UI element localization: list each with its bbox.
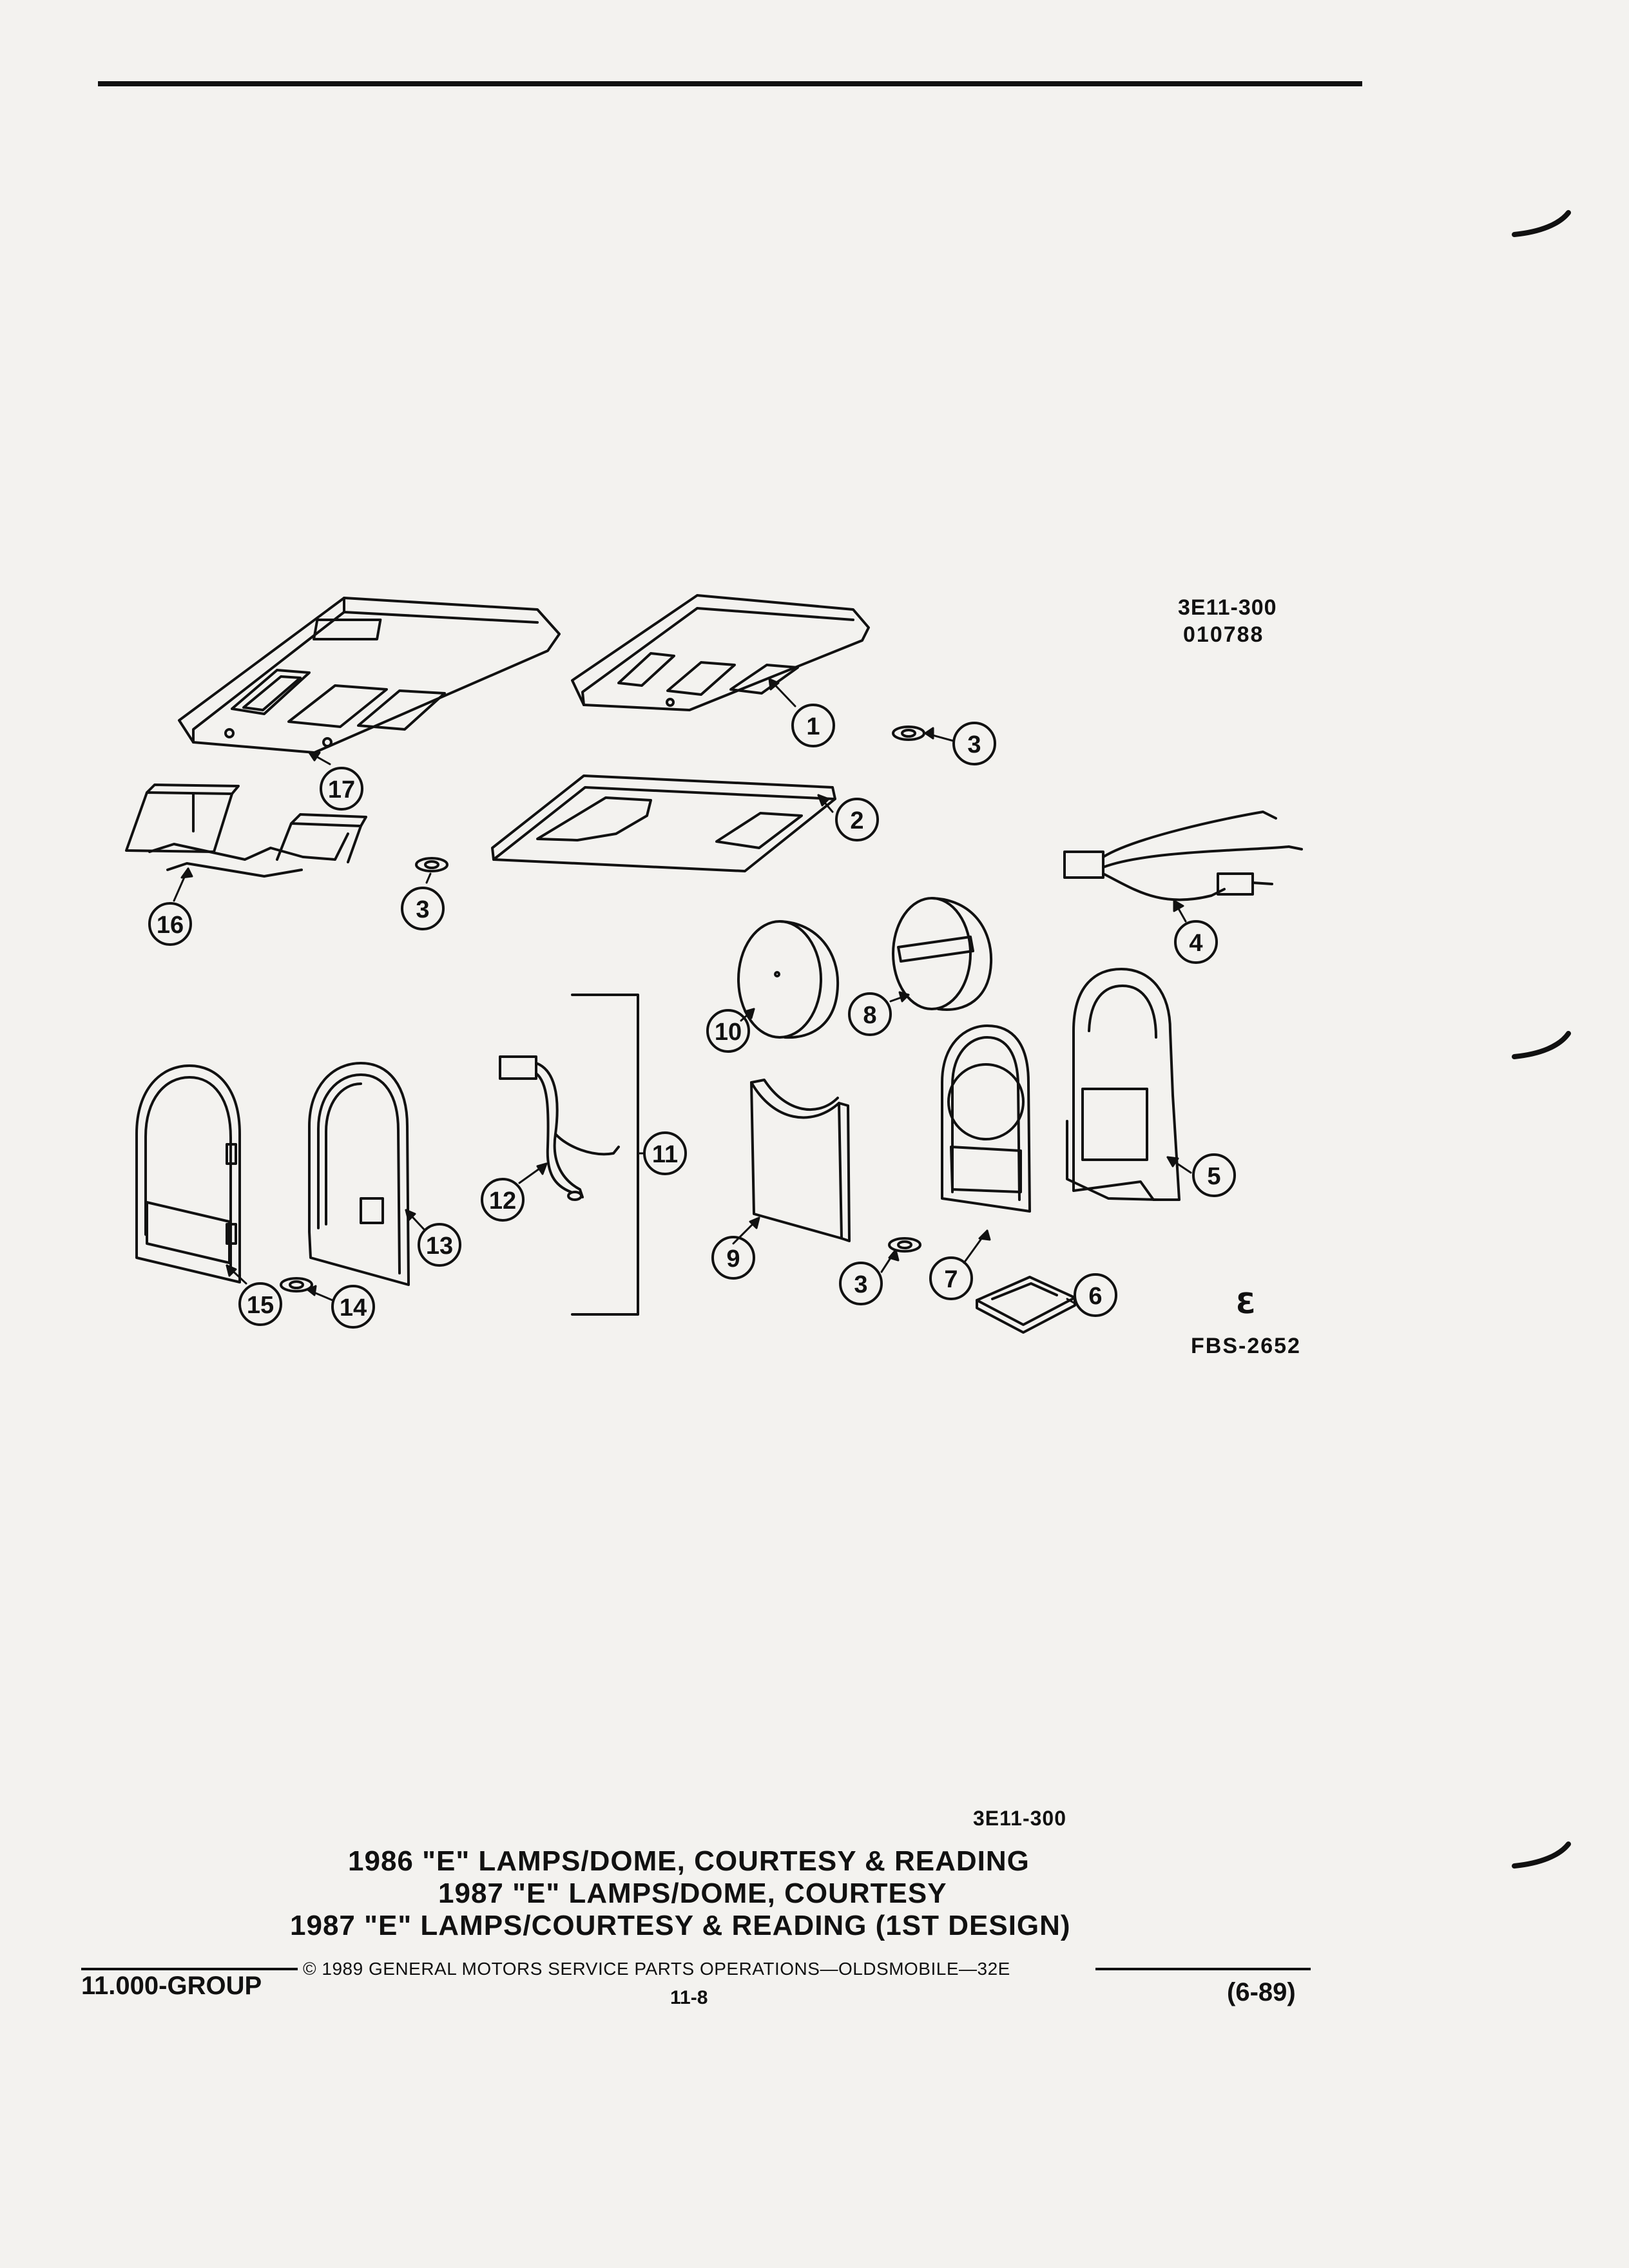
part-8-slotted-lens [892,897,993,1011]
svg-text:16: 16 [157,912,184,939]
gm-logo-icon: ℇ [1236,1288,1254,1320]
figure-mark: FBS-2652 [1191,1334,1301,1358]
svg-text:8: 8 [863,1002,876,1029]
callout-10: 10 [706,1009,750,1053]
svg-text:2: 2 [850,807,863,834]
footer-group: 11.000-GROUP [81,1972,262,2000]
callout-5: 5 [1192,1153,1236,1197]
callout-7: 7 [929,1256,973,1300]
ref-number: 010788 [1183,622,1264,647]
binding-mark-1 [1512,210,1571,237]
part-17-roof-console [178,597,561,754]
callout-4: 4 [1174,920,1218,964]
footer-page-number: 11-8 [670,1987,708,2008]
svg-text:7: 7 [944,1266,958,1293]
callout-17: 17 [320,767,363,811]
part-16-bracket [125,783,367,878]
top-rule [98,81,1362,86]
part-11-bracket [571,994,639,1316]
callout-8: 8 [848,992,892,1036]
part-9-lens-plate [750,1079,851,1242]
svg-text:15: 15 [247,1292,274,1319]
callout-16: 16 [148,902,192,946]
part-10-round-lens [737,920,840,1039]
svg-text:6: 6 [1088,1283,1102,1310]
part-3-clip-c [888,1237,921,1253]
svg-text:5: 5 [1207,1163,1220,1190]
part-6-switch [976,1276,1076,1334]
callout-3b: 3 [401,887,445,930]
binding-mark-3 [1512,1841,1571,1869]
caption-line-3: 1987 "E" LAMPS/COURTESY & READING (1ST D… [290,1910,1071,1941]
callout-3a: 3 [952,722,996,765]
part-15-arched-frame [135,1064,241,1283]
callout-2: 2 [835,798,879,841]
binding-mark-2 [1512,1031,1571,1059]
callout-1: 1 [791,704,835,747]
caption-ref-code: 3E11-300 [973,1807,1067,1830]
svg-text:3: 3 [967,731,981,758]
callout-9: 9 [711,1236,755,1280]
part-1-roof-console [571,594,870,711]
svg-text:12: 12 [489,1187,516,1215]
callout-12: 12 [481,1178,525,1222]
footer-date: (6-89) [1227,1978,1296,2006]
part-13-arched-door [308,1062,410,1286]
callout-11: 11 [643,1131,687,1175]
callout-6: 6 [1074,1273,1117,1317]
svg-text:9: 9 [726,1245,740,1273]
footer-rule-right [1095,1968,1311,1970]
leader-lines [173,678,1192,1305]
part-5-housing [1066,968,1181,1201]
svg-text:11: 11 [652,1141,678,1168]
part-7-lamp-frame [941,1024,1031,1213]
svg-text:17: 17 [328,776,355,803]
part-14-clip [280,1277,313,1293]
svg-text:3: 3 [854,1271,867,1298]
callout-13: 13 [418,1223,461,1267]
svg-text:3: 3 [416,896,429,923]
caption-line-2: 1987 "E" LAMPS/DOME, COURTESY [438,1878,947,1909]
callouts: 1 3 17 2 16 3 4 10 8 5 11 12 13 9 3 7 6 … [148,704,1236,1329]
part-4-wiring-harness [1063,811,1303,901]
svg-text:1: 1 [806,713,820,740]
footer-rule-left [81,1968,298,1970]
svg-text:13: 13 [426,1233,453,1260]
callout-14: 14 [331,1285,375,1329]
svg-text:14: 14 [340,1294,367,1321]
svg-text:10: 10 [715,1019,742,1046]
callout-15: 15 [238,1282,282,1326]
caption-line-1: 1986 "E" LAMPS/DOME, COURTESY & READING [348,1845,1030,1877]
footer-copyright: © 1989 GENERAL MOTORS SERVICE PARTS OPER… [303,1959,1010,1979]
part-3-clip-b [415,857,448,872]
svg-text:4: 4 [1189,930,1202,957]
part-12-socket-wiring [499,1055,620,1201]
callout-3c: 3 [839,1262,883,1305]
part-2-console-panel [491,774,836,872]
part-3-clip-a [892,726,925,741]
ref-code-top: 3E11-300 [1178,595,1277,620]
